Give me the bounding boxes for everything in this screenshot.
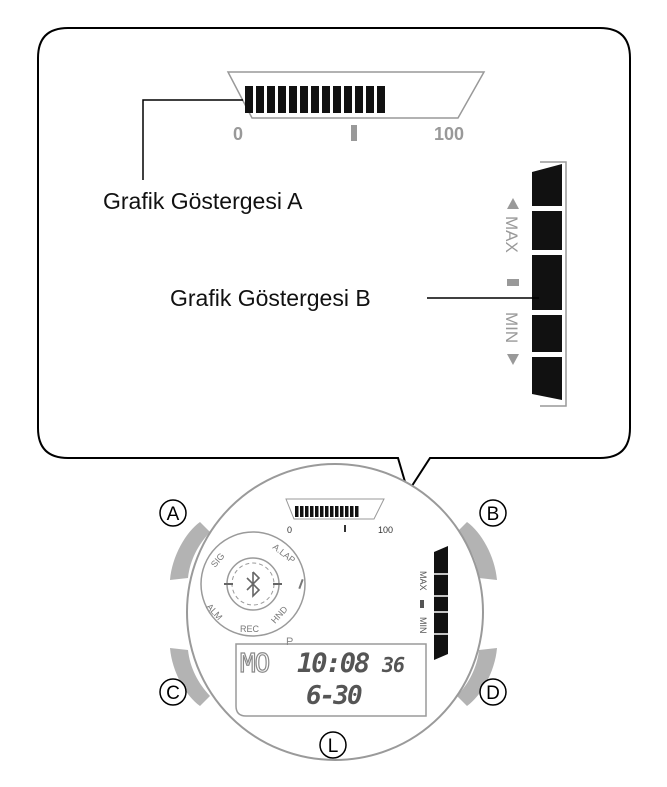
watch-case bbox=[186, 463, 484, 761]
button-d-body[interactable] bbox=[457, 648, 497, 706]
graph-b-segment bbox=[532, 357, 562, 400]
watch-min-label: MIN bbox=[418, 617, 428, 634]
graph-a-segment bbox=[333, 86, 341, 113]
graph-b-label: Grafik Göstergesi B bbox=[170, 285, 371, 311]
lcd-date: 6-30 bbox=[306, 681, 362, 711]
graph-a-scale-max: 100 bbox=[434, 124, 464, 144]
watch-graph-a: 0 100 bbox=[285, 498, 393, 535]
button-a-letter: A bbox=[167, 504, 180, 525]
button-b-marker: B bbox=[479, 499, 507, 527]
watch-scale-max: 100 bbox=[378, 525, 393, 535]
graph-a-segment bbox=[344, 86, 352, 113]
button-d-marker: D bbox=[479, 678, 507, 706]
graph-b-frame bbox=[540, 161, 567, 407]
graph-a-segment bbox=[278, 86, 286, 113]
button-a-body[interactable] bbox=[170, 522, 210, 580]
graph-a-scale-min: 0 bbox=[233, 124, 243, 144]
button-c-marker: C bbox=[159, 678, 187, 706]
lcd-time: 10:08 bbox=[297, 648, 369, 679]
graph-a-segment bbox=[300, 86, 308, 113]
graph-b-segment bbox=[532, 211, 562, 250]
graph-a-segment bbox=[256, 86, 264, 113]
button-c-letter: C bbox=[166, 683, 180, 704]
graph-a-scale-mid-tick bbox=[351, 125, 357, 141]
watch-max-label: MAX bbox=[418, 571, 428, 591]
graph-a-segment bbox=[366, 86, 374, 113]
dial-mark-right bbox=[298, 578, 304, 590]
graph-b-mid-tick bbox=[507, 279, 519, 286]
watch-scale-min: 0 bbox=[287, 525, 292, 535]
graph-a-segment bbox=[245, 86, 253, 113]
graph-b-max-label: MAX bbox=[502, 216, 521, 253]
graph-a-segment bbox=[322, 86, 330, 113]
watch-graph-b: MAX MIN bbox=[418, 546, 448, 660]
graph-b-min-label: MIN bbox=[502, 312, 521, 343]
lcd-pm-indicator: P bbox=[286, 636, 293, 648]
graph-b-segment bbox=[532, 315, 562, 352]
lcd-day: MO bbox=[240, 649, 270, 679]
graph-a-segment bbox=[377, 86, 385, 113]
graph-a-segment bbox=[355, 86, 363, 113]
graph-a-label: Grafik Göstergesi A bbox=[103, 188, 303, 214]
graph-b-segment bbox=[532, 164, 562, 206]
triangle-down-icon bbox=[507, 354, 519, 365]
graph-b-segment bbox=[532, 255, 562, 310]
button-b-body[interactable] bbox=[457, 522, 497, 580]
graph-a-frame bbox=[226, 71, 486, 119]
leader-line-a bbox=[142, 99, 243, 180]
graph-a-enlarged: 0 100 bbox=[226, 71, 486, 144]
lcd-frame bbox=[235, 643, 427, 717]
button-b-letter: B bbox=[487, 504, 500, 525]
button-a-marker: A bbox=[159, 499, 187, 527]
graph-b-enlarged: MAX MIN bbox=[502, 161, 567, 407]
graph-a-segment bbox=[267, 86, 275, 113]
button-l-letter: L bbox=[328, 736, 339, 757]
lcd-seconds: 36 bbox=[381, 653, 405, 677]
button-d-letter: D bbox=[486, 683, 500, 704]
callout-bubble bbox=[37, 27, 631, 495]
graph-a-segment bbox=[289, 86, 297, 113]
dial-label-rec: REC bbox=[240, 624, 260, 634]
button-l-marker: L bbox=[319, 731, 347, 759]
graph-a-segment bbox=[311, 86, 319, 113]
triangle-up-icon bbox=[507, 198, 519, 209]
button-c-body[interactable] bbox=[170, 648, 210, 706]
bluetooth-icon bbox=[246, 571, 261, 598]
